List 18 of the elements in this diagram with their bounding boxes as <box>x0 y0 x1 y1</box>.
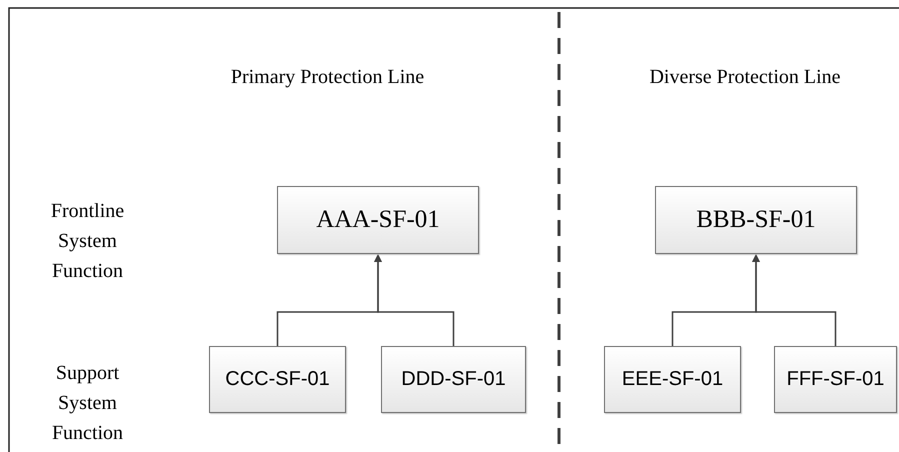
function-box <box>604 346 741 413</box>
arrow <box>374 254 454 346</box>
box-label: EEE-SF-01 <box>622 368 724 391</box>
row-heading: Frontline System Function <box>50 199 126 284</box>
function-box <box>655 186 857 254</box>
function-box <box>209 346 346 413</box>
row-heading: Support System Function <box>50 361 124 446</box>
function-box <box>277 186 479 254</box>
arrow <box>752 254 836 346</box>
column-heading: Primary Protection Line <box>230 65 426 90</box>
column-heading: Diverse Protection Line <box>648 65 842 90</box>
function-box <box>381 346 526 413</box>
function-box <box>774 346 897 413</box>
box-label: DDD-SF-01 <box>401 368 506 391</box>
box-label: BBB-SF-01 <box>696 206 816 234</box>
box-label: AAA-SF-01 <box>316 206 440 234</box>
box-label: FFF-SF-01 <box>786 368 884 391</box>
box-label: CCC-SF-01 <box>225 368 330 391</box>
